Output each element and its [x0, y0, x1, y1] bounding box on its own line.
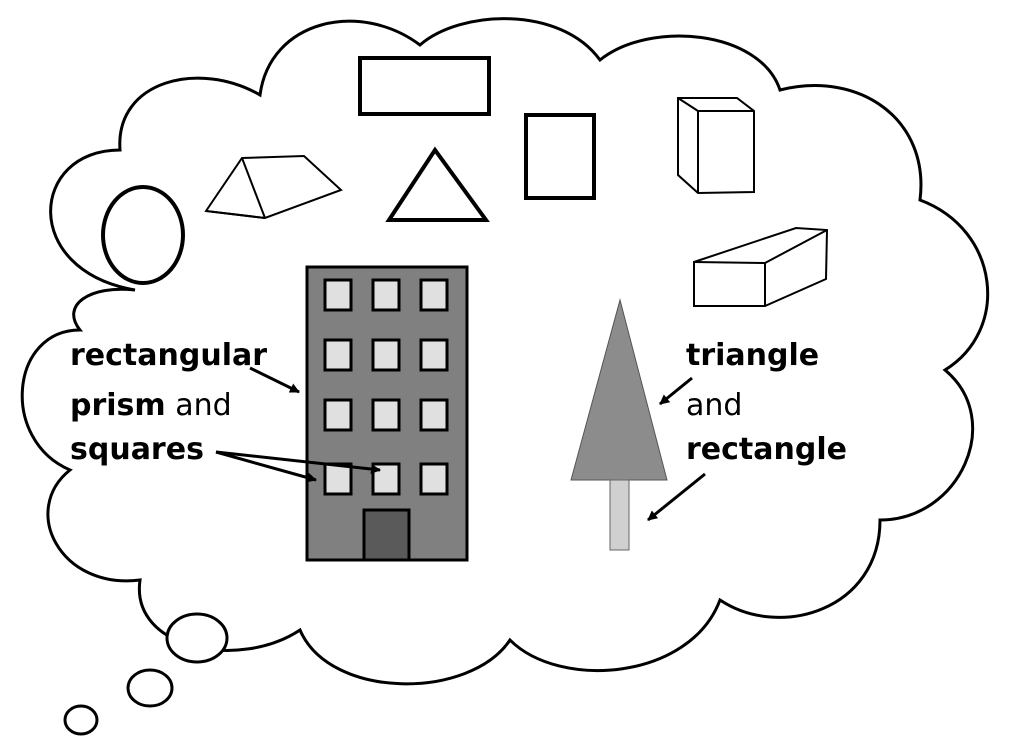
cube-shape: [677, 97, 755, 195]
label-squares: squares: [70, 432, 204, 467]
label-triangle: triangle: [686, 338, 820, 373]
label-rectangle: rectangle: [686, 432, 847, 467]
tree: [570, 298, 668, 551]
oval-shape: [101, 185, 185, 285]
triangular-prism-shape: [204, 154, 343, 220]
thought-bubble-small: [63, 704, 99, 736]
building-door: [362, 508, 411, 562]
tree-trunk-rectangle: [609, 479, 630, 551]
label-rectangular: rectangular: [70, 338, 268, 373]
arrow-to-window-left: [215, 450, 317, 483]
label-and-tree: and: [686, 388, 743, 423]
building: [305, 265, 469, 562]
label-prism-and: prism and: [70, 388, 232, 424]
arrow-to-triangle: [659, 376, 693, 406]
rectangular-prism-shape: [693, 226, 829, 307]
rectangle-shape-horizontal: [358, 56, 491, 116]
arrow-to-building: [249, 366, 300, 394]
thought-bubble-large: [165, 612, 229, 664]
arrow-to-trunk: [647, 472, 706, 522]
triangle-shape: [385, 146, 490, 222]
building-windows: [323, 278, 449, 496]
rectangle-shape-vertical: [524, 113, 596, 200]
thought-bubble-medium: [126, 668, 174, 708]
label-and-building: and: [165, 388, 232, 423]
label-prism: prism: [70, 388, 166, 423]
arrow-to-window-middle: [215, 450, 381, 474]
